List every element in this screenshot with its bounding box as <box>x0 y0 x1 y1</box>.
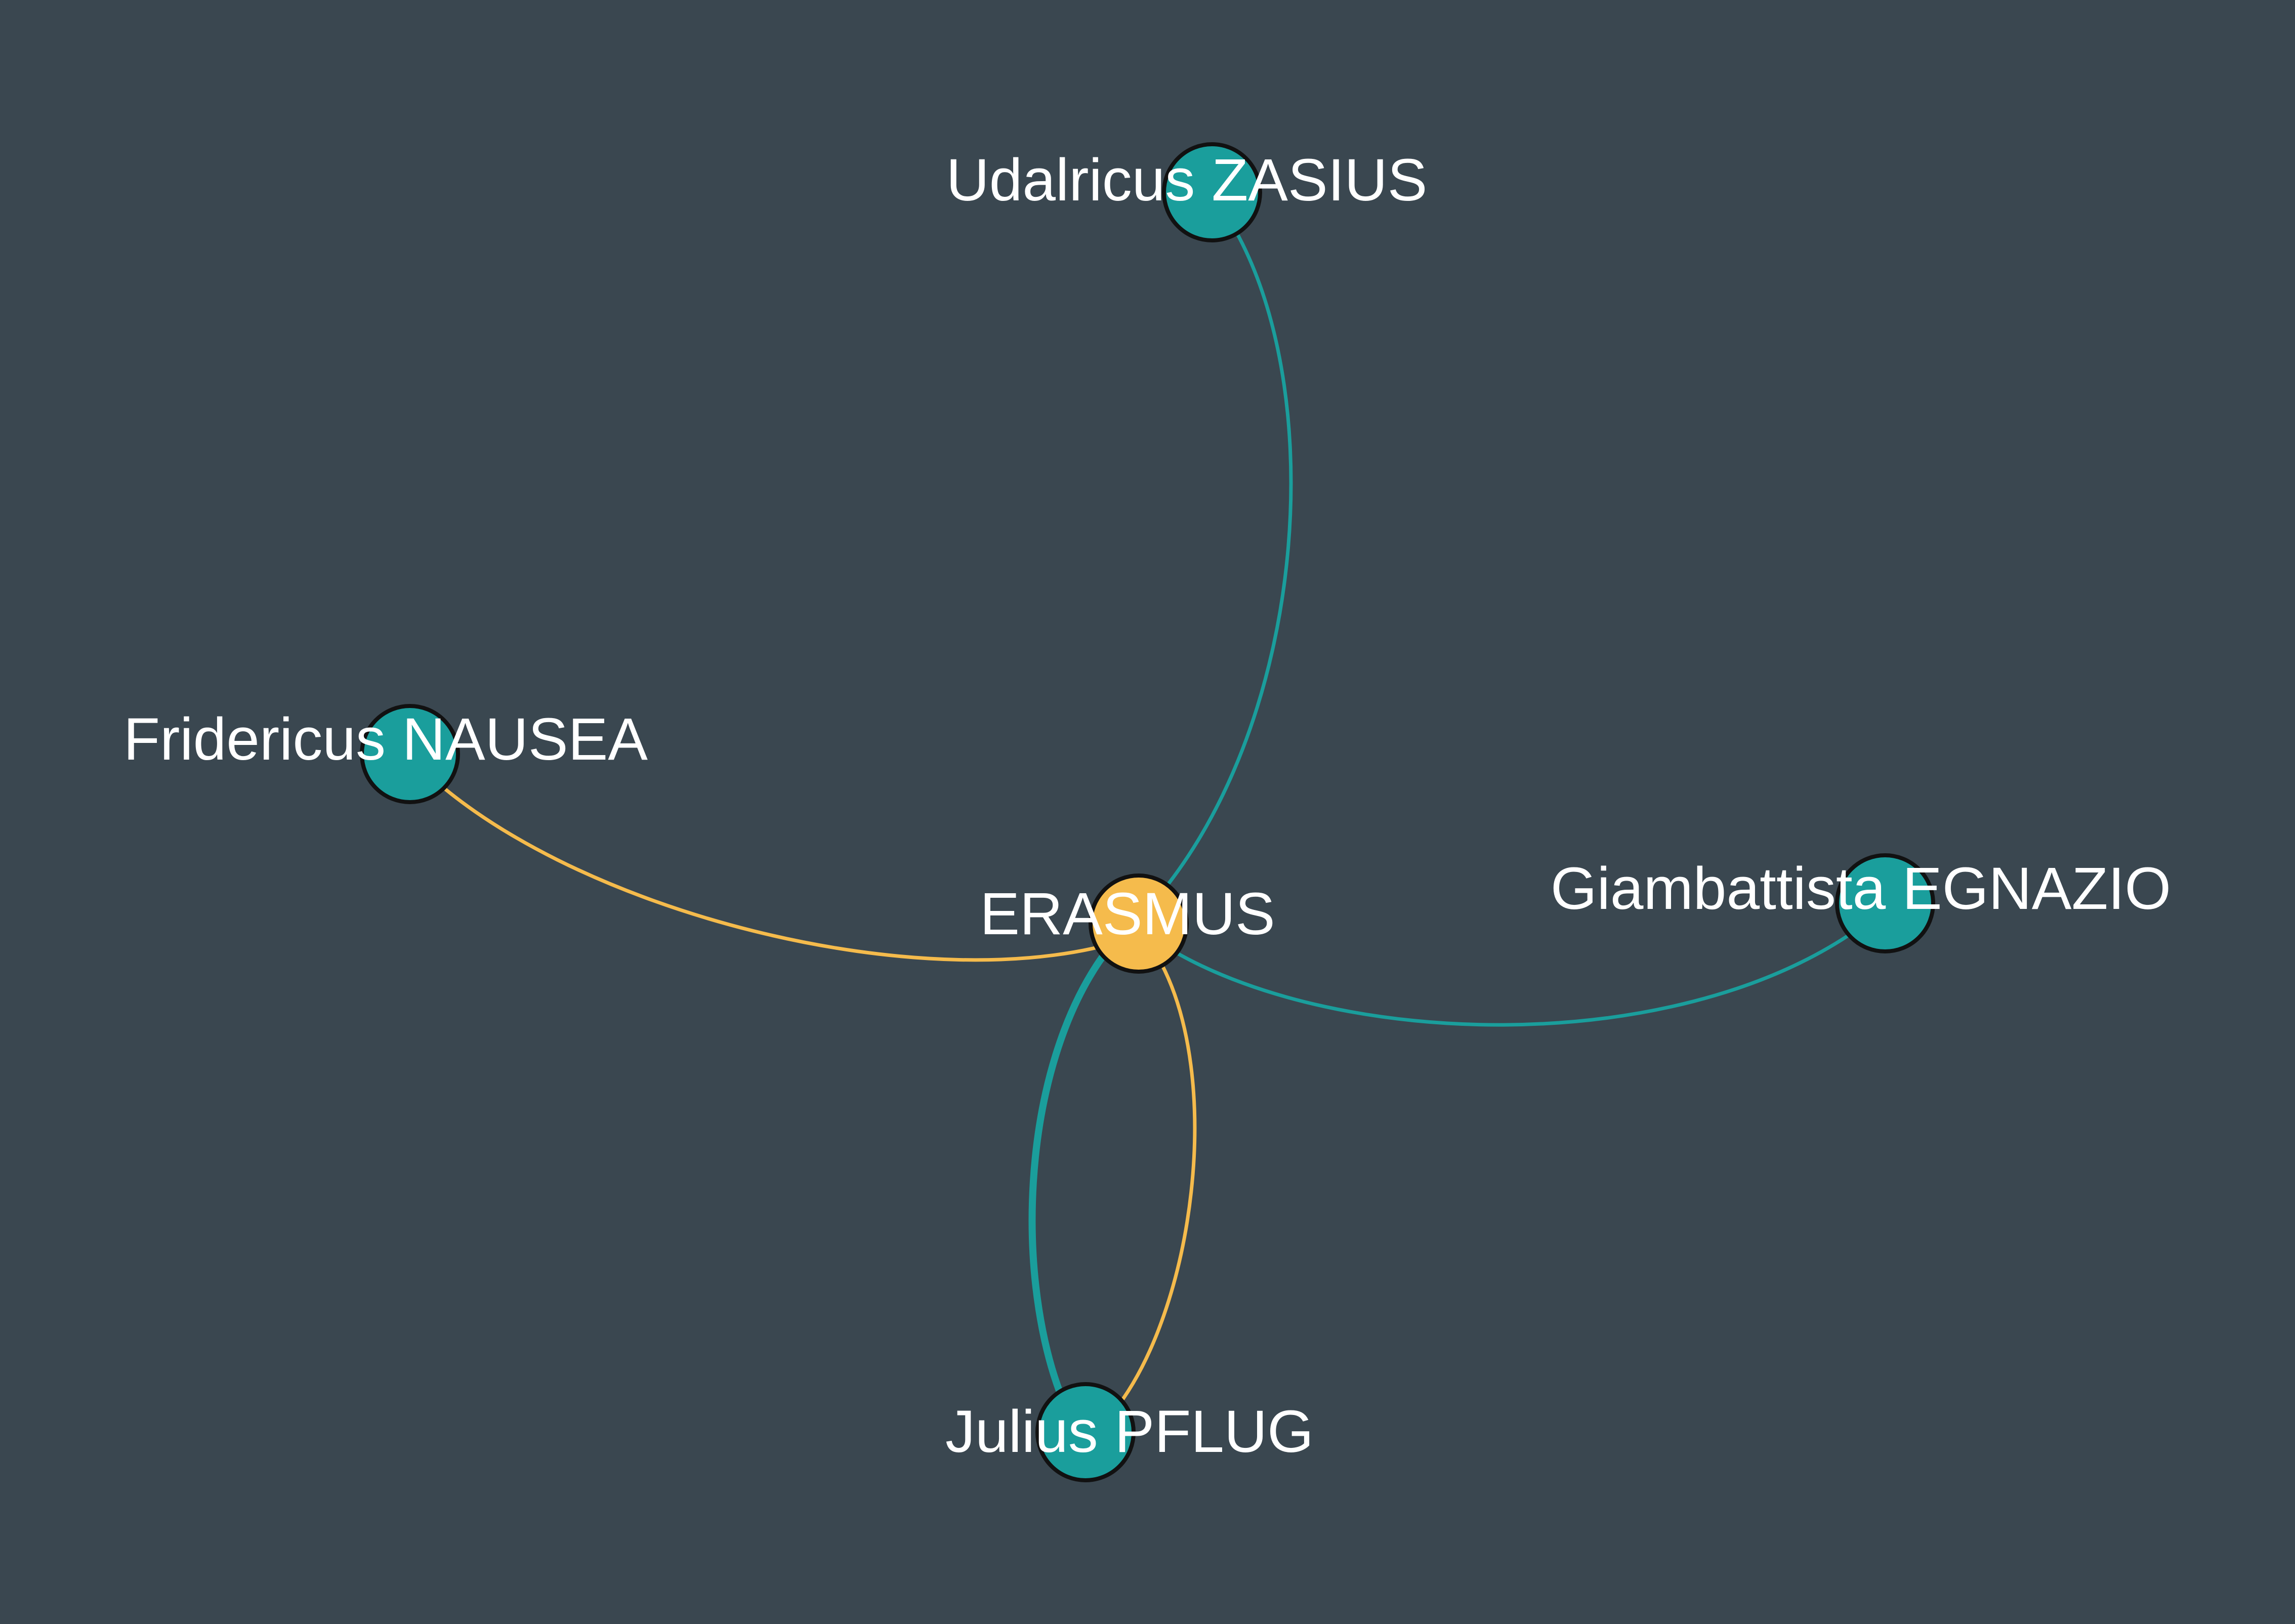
node-erasmus[interactable] <box>1089 873 1189 974</box>
label-pflug: Julius PFLUG <box>945 1398 1314 1465</box>
label-erasmus: ERASMUS <box>980 881 1275 947</box>
node-egnazio[interactable] <box>1835 853 1935 953</box>
edge-nausea-erasmus <box>408 755 1137 962</box>
node-pflug[interactable] <box>1035 1382 1136 1482</box>
node-nausea[interactable] <box>360 704 460 804</box>
edge-erasmus-egnazio <box>1173 930 1856 1027</box>
label-egnazio: Giambattista EGNAZIO <box>1551 855 2171 922</box>
edge-erasmus-pflug-gold <box>1112 958 1197 1413</box>
edge-erasmus-zasius <box>1137 193 1293 920</box>
label-zasius: Udalricus ZASIUS <box>946 147 1428 214</box>
label-nausea: Fridericus NAUSEA <box>123 706 648 773</box>
edge-erasmus-pflug-teal <box>1028 946 1111 1419</box>
node-zasius[interactable] <box>1162 142 1262 242</box>
